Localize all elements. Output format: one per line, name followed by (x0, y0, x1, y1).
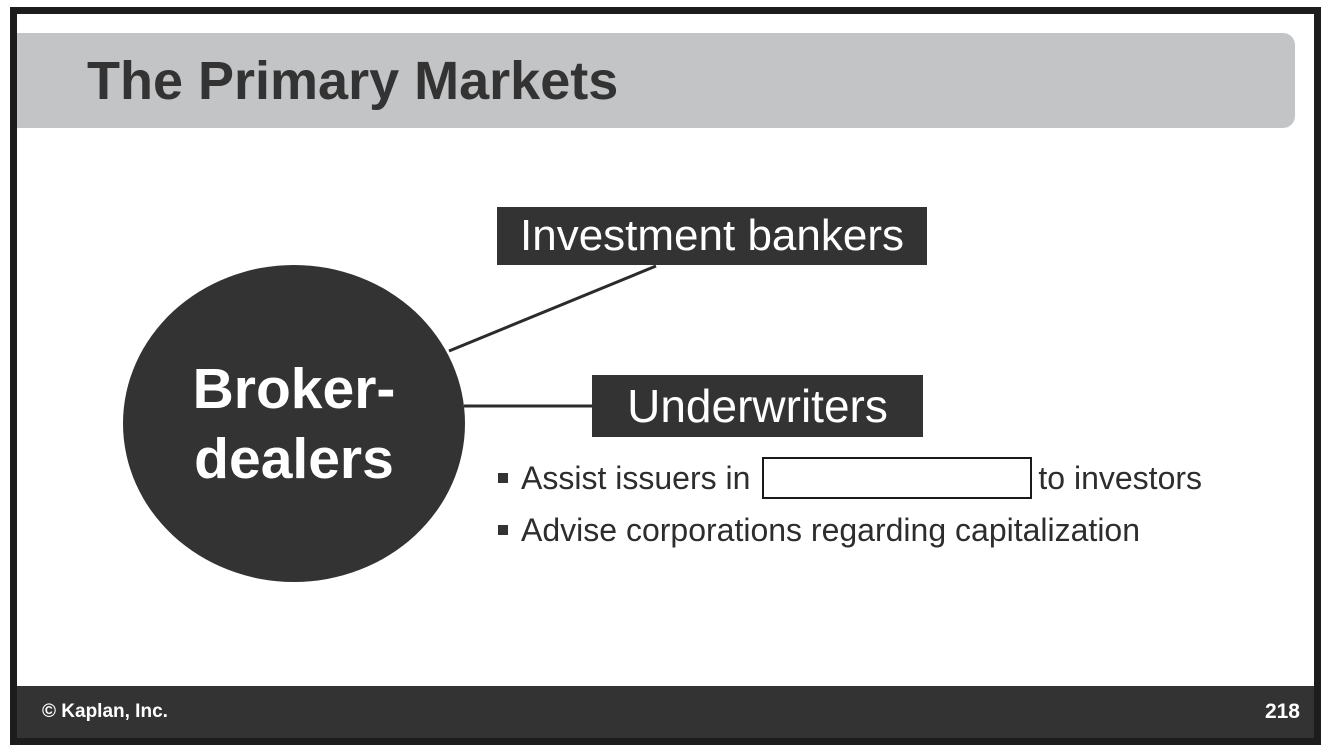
bullet-list: Assist issuers in to investors Advise co… (498, 455, 1288, 549)
underwriters-label: Underwriters (627, 380, 888, 432)
list-item: Advise corporations regarding capitaliza… (498, 511, 1288, 549)
broker-dealers-circle: Broker- dealers (123, 265, 465, 582)
investment-bankers-label: Investment bankers (520, 211, 904, 260)
broker-dealers-label-line2: dealers (194, 426, 394, 491)
title-bar: The Primary Markets (17, 33, 1295, 128)
list-item: Assist issuers in to investors (498, 455, 1288, 501)
bullet-text-prefix: Assist issuers in (521, 459, 751, 496)
footer-bar: © Kaplan, Inc. 218 (17, 686, 1314, 738)
broker-dealers-label-line1: Broker- (192, 356, 396, 421)
footer-copyright: © Kaplan, Inc. (42, 701, 168, 722)
page-number: 218 (1264, 700, 1300, 723)
investment-bankers-box: Investment bankers (497, 207, 927, 265)
square-bullet-icon (498, 473, 508, 483)
underwriters-box: Underwriters (592, 375, 923, 437)
bullet-text-suffix: to investors (1038, 459, 1203, 496)
bullet-text: Advise corporations regarding capitaliza… (521, 511, 1141, 548)
fill-in-blank-box (762, 457, 1033, 499)
square-bullet-icon (498, 525, 508, 535)
connector-line-investment-bankers (448, 264, 657, 353)
page-title: The Primary Markets (87, 50, 619, 111)
